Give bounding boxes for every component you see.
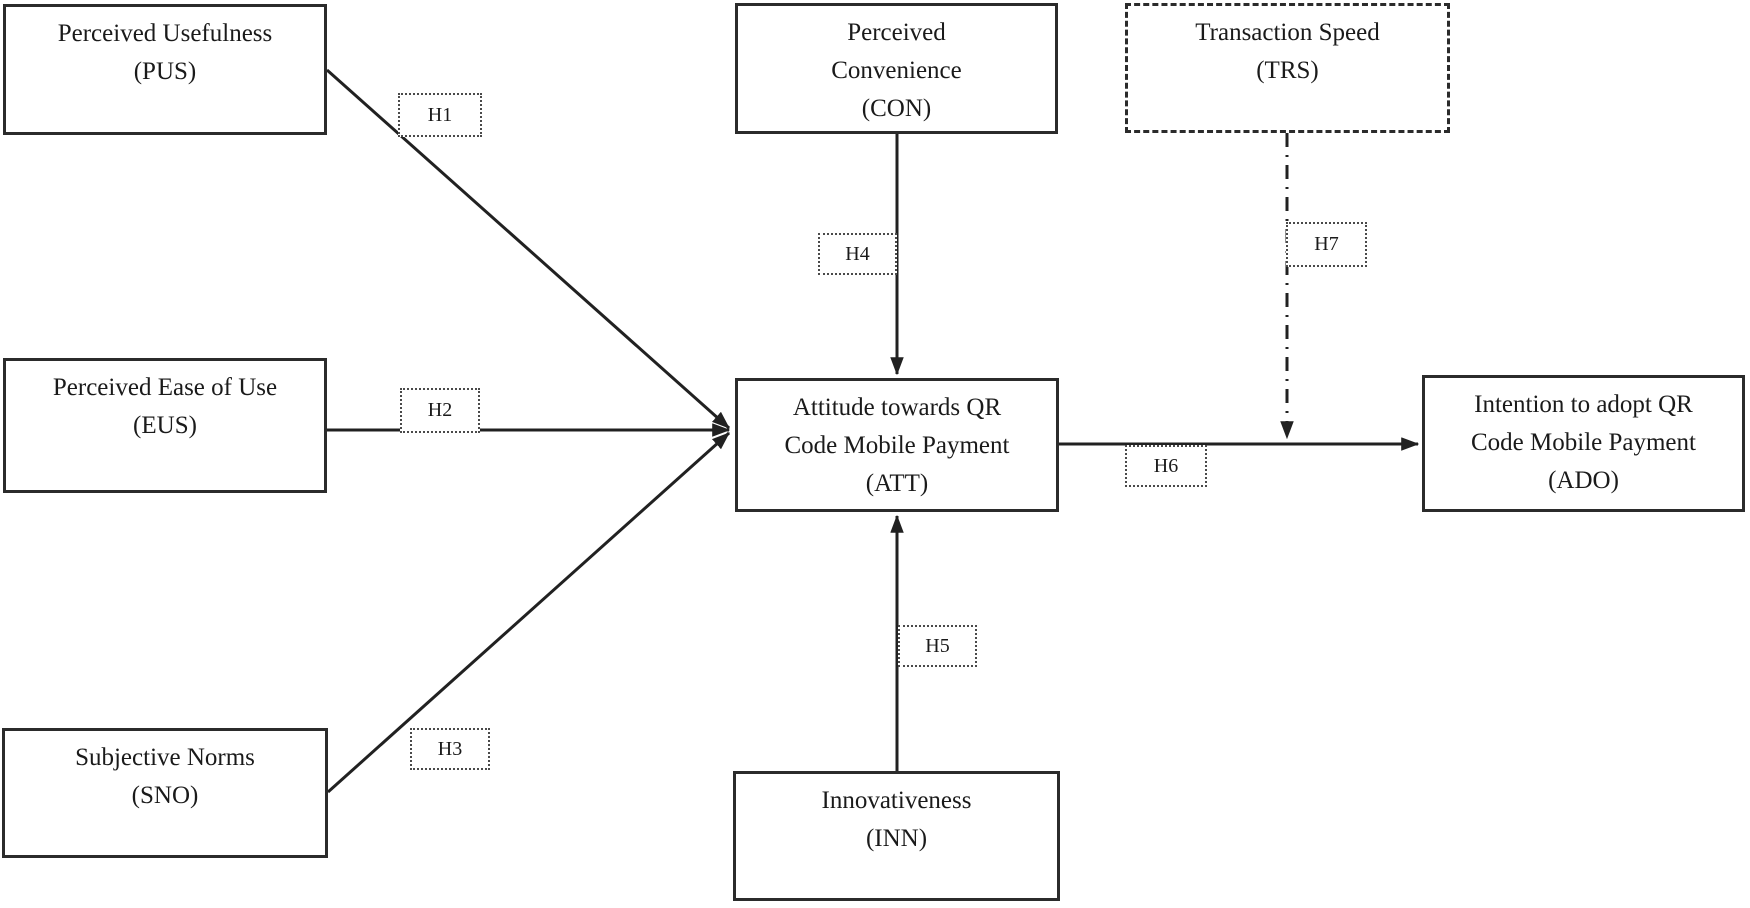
- node-intention-ado: Intention to adopt QR Code Mobile Paymen…: [1422, 375, 1745, 512]
- node-perceived-usefulness-label: Perceived Usefulness (PUS): [57, 20, 273, 85]
- hypothesis-label-h1: H1: [398, 93, 482, 137]
- node-attitude-att-label: Attitude towards QR Code Mobile Payment …: [784, 394, 1010, 497]
- hypothesis-label-h1-text: H1: [427, 103, 453, 126]
- node-perceived-usefulness: Perceived Usefulness (PUS): [3, 4, 327, 135]
- node-attitude-att: Attitude towards QR Code Mobile Payment …: [735, 378, 1059, 512]
- hypothesis-label-h2-text: H2: [427, 399, 453, 421]
- hypothesis-label-h6-text: H6: [1153, 454, 1179, 477]
- hypothesis-label-h3-text: H3: [437, 737, 463, 760]
- node-subjective-norms: Subjective Norms (SNO): [2, 728, 328, 858]
- node-subjective-norms-label: Subjective Norms (SNO): [75, 744, 255, 809]
- hypothesis-label-h2: H2: [400, 388, 480, 433]
- node-perceived-ease-of-use: Perceived Ease of Use (EUS): [3, 358, 327, 493]
- node-intention-ado-label: Intention to adopt QR Code Mobile Paymen…: [1471, 391, 1696, 494]
- hypothesis-label-h7: H7: [1286, 222, 1367, 267]
- hypothesis-label-h5: H5: [898, 625, 977, 667]
- hypothesis-label-h4: H4: [818, 233, 897, 275]
- node-perceived-convenience-label: Perceived Convenience (CON): [831, 19, 962, 122]
- node-transaction-speed: Transaction Speed (TRS): [1125, 3, 1450, 133]
- hypothesis-label-h3: H3: [410, 728, 490, 770]
- node-perceived-ease-of-use-label: Perceived Ease of Use (EUS): [52, 374, 278, 439]
- hypothesis-label-h7-text: H7: [1314, 233, 1339, 255]
- node-innovativeness-label: Innovativeness (INN): [821, 787, 972, 852]
- hypothesis-label-h4-text: H4: [845, 242, 870, 265]
- edge-sno-att-arrow: [326, 431, 731, 794]
- node-transaction-speed-label: Transaction Speed (TRS): [1195, 19, 1380, 84]
- edge-pus-att-arrow: [326, 68, 730, 430]
- hypothesis-label-h5-text: H5: [925, 634, 950, 657]
- hypothesis-label-h6: H6: [1125, 445, 1207, 487]
- node-innovativeness: Innovativeness (INN): [733, 771, 1060, 901]
- node-perceived-convenience: Perceived Convenience (CON): [735, 3, 1058, 134]
